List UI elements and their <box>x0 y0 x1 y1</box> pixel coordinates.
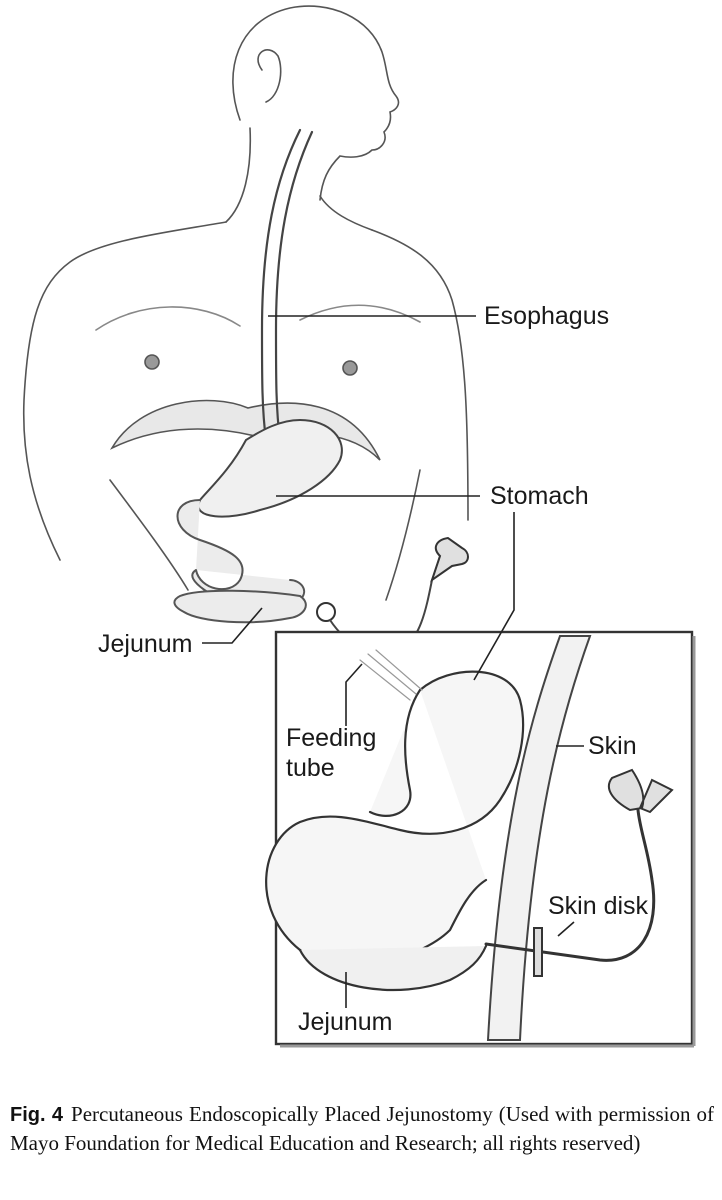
neck-outline <box>225 127 373 231</box>
torso-outline <box>22 221 469 601</box>
ear-outline <box>257 49 282 103</box>
skin-layer <box>486 635 592 1041</box>
label-esophagus: Esophagus <box>484 302 609 330</box>
label-stomach: Stomach <box>490 482 589 510</box>
label-feeding-line1: Feeding <box>286 724 376 752</box>
figure-number: Fig. 4 <box>10 1104 64 1126</box>
stoma-ring <box>316 602 336 622</box>
diaphragm <box>109 399 381 461</box>
label-feeding-line2: tube <box>286 754 335 782</box>
stomach-organ <box>197 418 343 518</box>
torso-illustration <box>22 5 469 655</box>
esophagus-tube <box>260 128 302 442</box>
stomach-inset-leader <box>473 512 515 681</box>
tube-connector-lower <box>607 768 674 814</box>
label-skin-disk: Skin disk <box>548 892 649 920</box>
jejunostomy-illustration: Esophagus Stomach Jejunum Feeding tube S… <box>22 5 696 1048</box>
head-outline <box>232 5 400 201</box>
inset-illustration <box>265 635 674 1041</box>
skin-disk <box>533 927 543 977</box>
feeding-tube-leader <box>345 663 363 726</box>
leader-lines <box>202 315 584 1008</box>
right-nipple <box>342 360 358 376</box>
ligament-strands <box>359 649 423 701</box>
esophagus-tube-inner <box>274 130 314 442</box>
internal-feeding-tube <box>484 808 656 962</box>
skin-disk-leader <box>557 921 575 937</box>
label-jejunum-bottom: Jejunum <box>298 1008 393 1036</box>
left-nipple <box>144 354 160 370</box>
chest-outline <box>95 304 421 331</box>
caption-text: Percutaneous Endoscopically Placed Jejun… <box>10 1102 714 1155</box>
label-jejunum-top: Jejunum <box>98 630 193 658</box>
jejunum-segment-upper <box>173 589 307 624</box>
label-skin: Skin <box>588 732 637 760</box>
tube-connector-upper <box>430 536 469 583</box>
jejunum-top-leader <box>202 607 263 644</box>
